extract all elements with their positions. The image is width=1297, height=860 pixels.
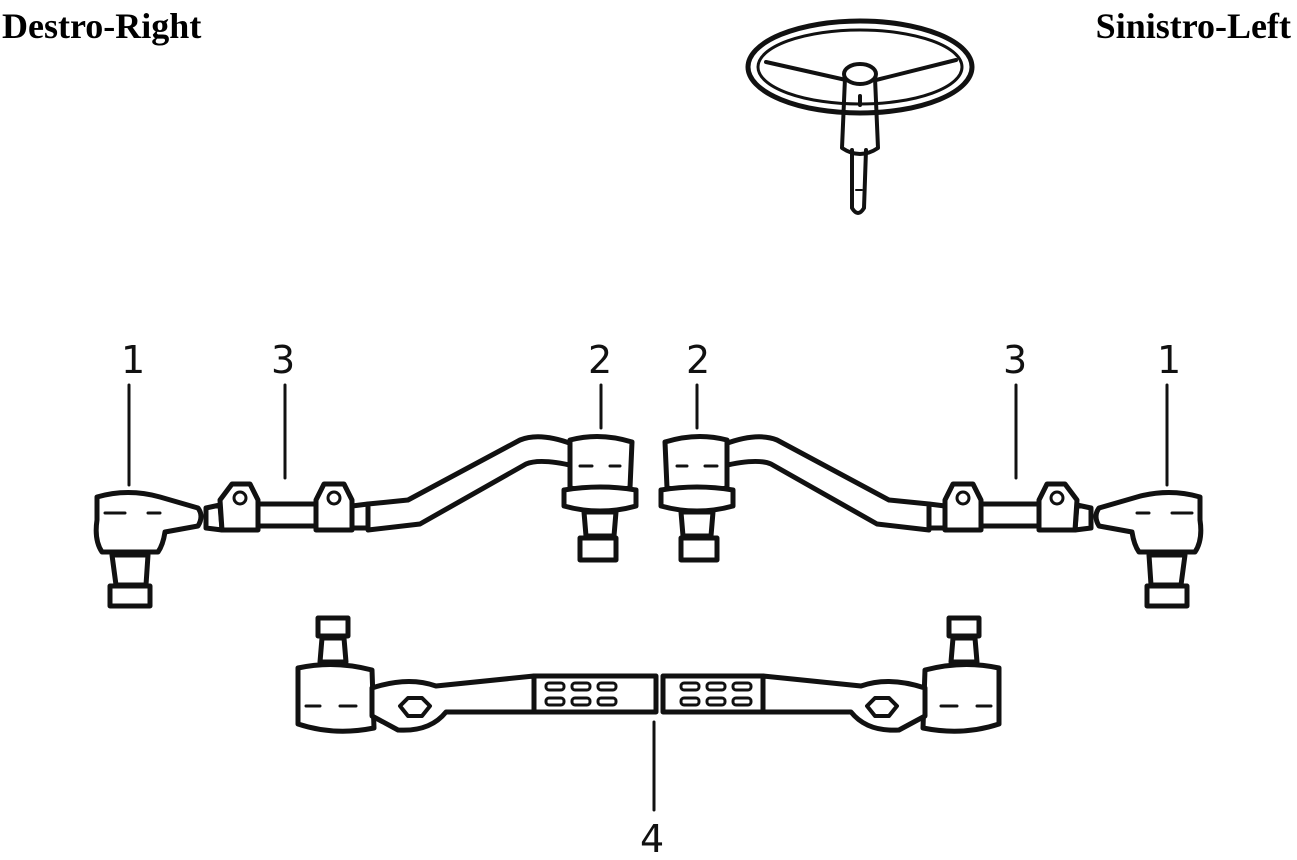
callout-right-2: 2 [588,338,612,382]
center-tie-rod-left-half [295,615,659,734]
tie-rod-assembly-right [93,434,639,609]
tie-rod-assembly-left [658,434,1204,609]
callout-right-3: 3 [271,338,295,382]
callout-center-4: 4 [640,817,664,860]
callout-labels: 1 3 2 2 3 1 4 [121,338,1181,860]
center-tie-rod-right-half [660,615,1002,734]
callout-left-3: 3 [1003,338,1027,382]
callout-left-2: 2 [686,338,710,382]
heading-destro-right: Destro-Right [2,6,202,46]
callout-left-1: 1 [1157,338,1181,382]
heading-sinistro-left: Sinistro-Left [1095,6,1291,46]
callout-right-1: 1 [121,338,145,382]
center-tie-rod [295,615,1002,734]
steering-wheel-illustration [745,18,975,215]
